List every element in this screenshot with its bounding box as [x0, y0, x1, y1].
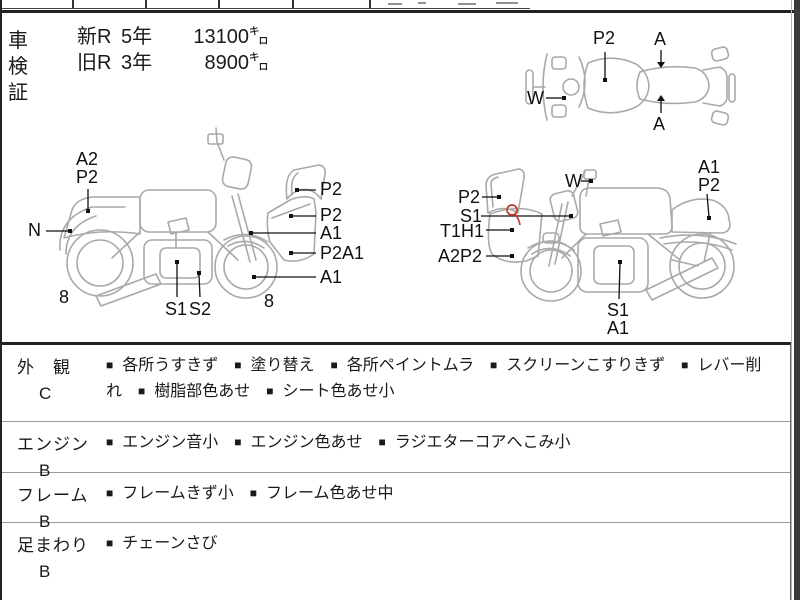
- square-bullet-icon: ■: [378, 435, 386, 449]
- condition-item: ■レバー削れ: [106, 357, 762, 400]
- label-left-p2-cowl: P2: [320, 205, 343, 225]
- square-bullet-icon: ■: [106, 435, 114, 449]
- square-bullet-icon: ■: [489, 358, 498, 372]
- condition-item: ■ラジエターコアへこみ小: [378, 434, 571, 451]
- label-topview-a-top: A: [654, 29, 667, 49]
- sheet-top-rule: [0, 10, 796, 13]
- illegible-fragment: [496, 2, 518, 4]
- square-bullet-icon: ■: [330, 358, 338, 372]
- square-bullet-icon: ■: [138, 384, 146, 398]
- label-left-rear-wheel-grade: 8: [59, 287, 70, 307]
- condition-grade: B: [39, 512, 51, 531]
- condition-row-exterior: 外 観 C ■各所うすきず ■塗り替え ■各所ペイントムラ ■スクリーンこすりきず■レ…: [0, 345, 790, 422]
- label-topview-p2: P2: [593, 28, 616, 48]
- right-bike-sketch: [485, 168, 737, 302]
- label-left-p2a1: P2A1: [320, 243, 365, 263]
- condition-row-undercarriage: 足まわり B ■チェーンさび: [0, 523, 790, 599]
- condition-items: ■エンジン音小 ■エンジン色あせ ■ラジエターコアへこみ小: [102, 422, 790, 472]
- label-left-a1-front: A1: [320, 223, 343, 243]
- table-divider: [72, 0, 74, 8]
- red-pen-mark: [506, 204, 521, 226]
- condition-category: 足まわり: [17, 536, 89, 555]
- label-left-p2-tail: P2: [76, 167, 99, 187]
- condition-grade: C: [39, 384, 52, 403]
- label-left-a1-wheel: A1: [320, 267, 343, 287]
- label-right-p2-screen: P2: [458, 187, 481, 207]
- leader-lines: [46, 50, 710, 300]
- condition-item: ■エンジン音小: [106, 434, 219, 451]
- top-view-sketch: [525, 46, 736, 126]
- label-right-s1-front: S1: [460, 206, 483, 226]
- square-bullet-icon: ■: [106, 536, 114, 550]
- table-rule: [0, 8, 530, 9]
- label-left-n: N: [28, 220, 41, 240]
- condition-items: ■各所うすきず ■塗り替え ■各所ペイントムラ ■スクリーンこすりきず■レバー削れ■樹…: [102, 345, 790, 421]
- label-topview-w: W: [527, 88, 544, 108]
- era-label: 新R: [77, 26, 112, 48]
- label-right-s1-engine: S1: [607, 300, 630, 320]
- condition-items: ■フレームきず小 ■フレーム色あせ中: [102, 473, 790, 522]
- condition-item: ■エンジン色あせ: [234, 434, 363, 451]
- label-right-p2-tail: P2: [698, 175, 721, 195]
- condition-table: 外 観 C ■各所うすきず ■塗り替え ■各所ペイントムラ ■スクリーンこすりきず■レ…: [0, 342, 791, 600]
- condition-row-frame: フレーム B ■フレームきず小 ■フレーム色あせ中: [0, 473, 790, 531]
- motorcycle-diagram: [46, 46, 737, 307]
- registration-title: 車検証: [8, 30, 28, 104]
- condition-item: ■フレーム色あせ中: [249, 485, 394, 502]
- condition-item: ■スクリーンこすりきず: [489, 357, 666, 374]
- square-bullet-icon: ■: [266, 384, 274, 398]
- condition-item: ■各所ペイントムラ: [330, 357, 474, 374]
- label-right-a2p2: A2P2: [438, 246, 483, 266]
- label-right-a1-tail: A1: [698, 157, 721, 177]
- square-bullet-icon: ■: [106, 486, 114, 500]
- label-left-s2: S2: [189, 299, 212, 319]
- mileage-value: 13100㌔: [193, 26, 269, 48]
- condition-category: 外 観: [17, 358, 71, 377]
- leader-dots: [68, 62, 711, 279]
- label-left-p2-screen: P2: [320, 179, 343, 199]
- illegible-fragment: [388, 3, 402, 5]
- era-label: 旧R: [77, 52, 112, 74]
- year-value: 5年: [121, 26, 153, 48]
- condition-item: ■各所うすきず: [106, 357, 219, 374]
- condition-item: ■フレームきず小: [106, 485, 234, 502]
- table-divider: [218, 0, 220, 8]
- sheet-left-border: [0, 0, 2, 600]
- square-bullet-icon: ■: [681, 358, 689, 372]
- condition-grade: B: [39, 461, 51, 480]
- table-divider: [369, 0, 371, 8]
- label-left-s1: S1: [165, 299, 188, 319]
- condition-category: フレーム: [17, 486, 89, 505]
- square-bullet-icon: ■: [234, 358, 242, 372]
- condition-item: ■樹脂部色あせ: [138, 383, 251, 400]
- sheet-right-rule: [791, 0, 792, 600]
- condition-item: ■シート色あせ小: [266, 383, 395, 400]
- condition-grade: B: [39, 562, 51, 581]
- square-bullet-icon: ■: [249, 486, 258, 500]
- left-bike-sketch: [59, 127, 326, 307]
- table-divider: [145, 0, 147, 8]
- square-bullet-icon: ■: [106, 358, 114, 372]
- registration-row-new: 新R 5年 13100㌔: [77, 24, 269, 50]
- square-bullet-icon: ■: [234, 435, 242, 449]
- label-topview-a-bottom: A: [653, 114, 666, 134]
- table-divider: [292, 0, 294, 8]
- condition-category: エンジン: [17, 435, 89, 454]
- label-left-a2: A2: [76, 149, 99, 169]
- condition-item: ■チェーンさび: [106, 535, 218, 552]
- year-value: 3年: [121, 52, 153, 74]
- label-right-w: W: [565, 171, 582, 191]
- condition-row-engine: エンジン B ■エンジン音小 ■エンジン色あせ ■ラジエターコアへこみ小: [0, 422, 790, 480]
- mileage-value: 8900㌔: [204, 52, 270, 74]
- condition-item: ■塗り替え: [234, 357, 315, 374]
- scan-edge-shadow: [794, 0, 800, 600]
- illegible-fragment: [418, 2, 426, 4]
- label-left-front-wheel-grade: 8: [264, 291, 275, 311]
- registration-row-old: 旧R 3年 8900㌔: [77, 50, 269, 76]
- illegible-fragment: [458, 3, 476, 5]
- condition-items: ■チェーンさび: [102, 523, 790, 599]
- label-right-a1-engine: A1: [607, 318, 630, 338]
- label-right-t1h1: T1H1: [440, 221, 485, 241]
